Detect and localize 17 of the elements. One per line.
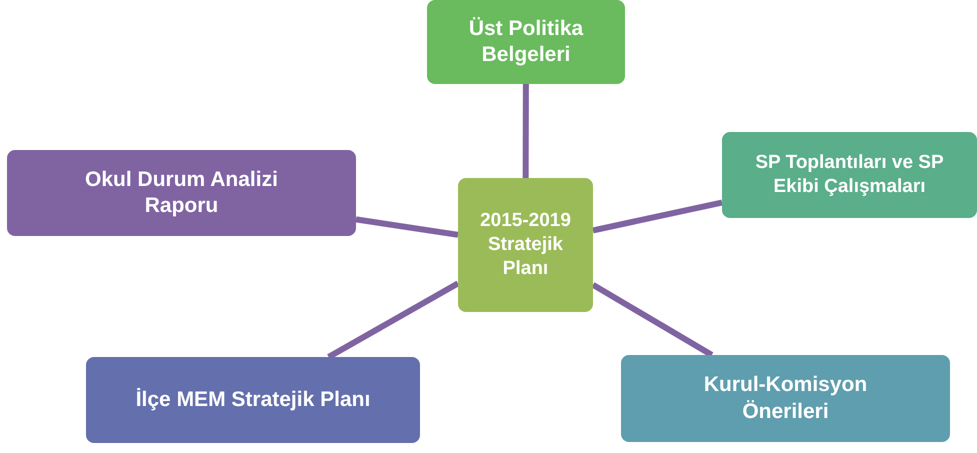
process-box <box>427 0 625 84</box>
connector-line <box>592 200 723 234</box>
process-box <box>86 357 420 443</box>
box-label: 2015-2019 Stratejik Planı <box>479 209 572 281</box>
connector-line <box>356 216 458 238</box>
connector-line <box>522 84 529 178</box>
process-box <box>458 178 593 312</box>
box-label: Kurul-Komisyon Önerileri <box>702 372 868 424</box>
connector-line <box>327 280 460 360</box>
process-box <box>621 355 950 442</box>
box-label: Okul Durum Analizi Raporu <box>84 166 279 219</box>
connector-line <box>591 282 714 358</box>
box-label: İlçe MEM Stratejik Planı <box>136 386 370 413</box>
box-label: Üst Politika Belgeleri <box>468 16 584 68</box>
box-label: SP Toplantıları ve SP Ekibi Çalışmaları <box>754 151 945 199</box>
process-box <box>7 150 356 236</box>
process-box <box>722 132 977 218</box>
